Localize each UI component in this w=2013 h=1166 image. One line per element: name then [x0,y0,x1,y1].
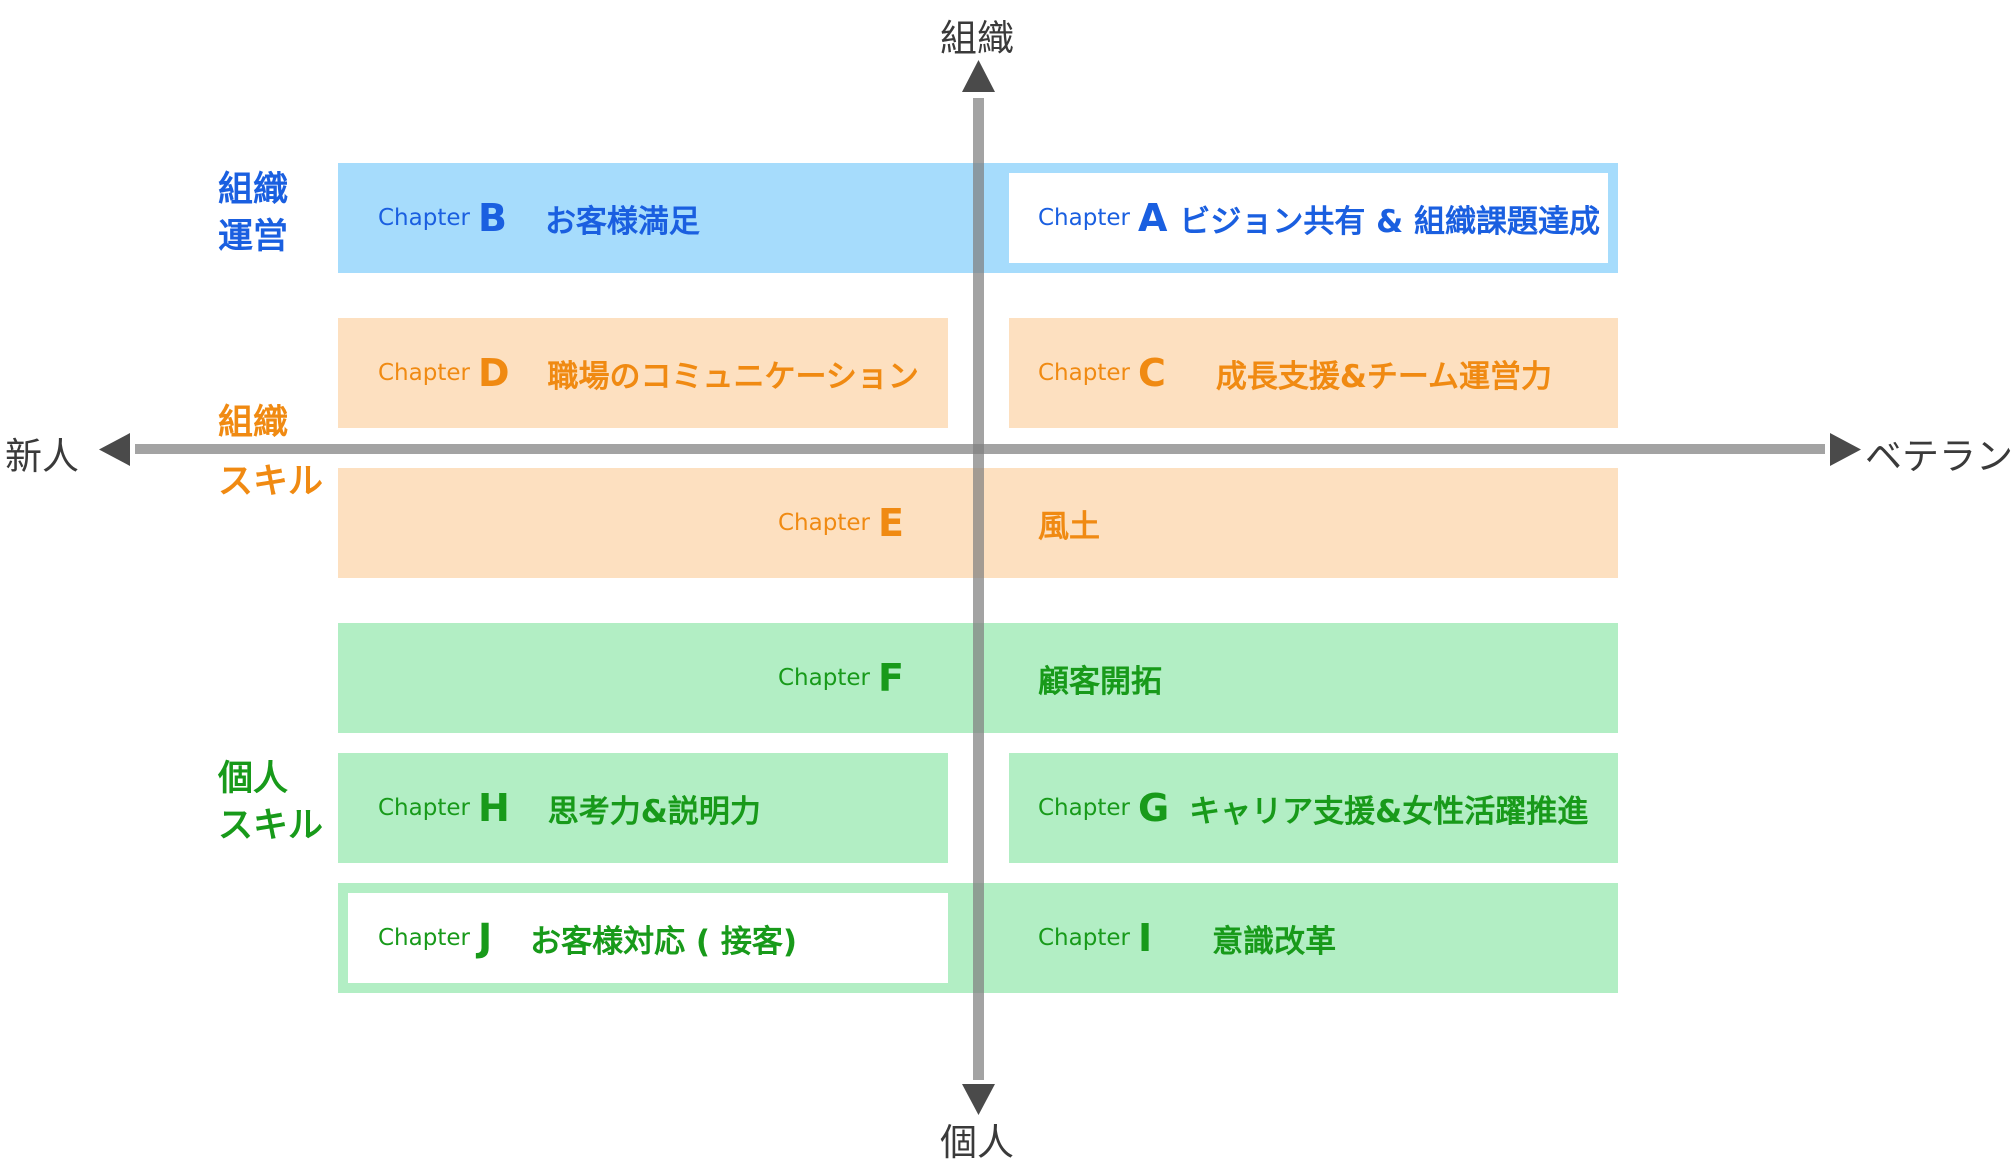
chapter-prefix: Chapter [1038,795,1130,821]
chapter-title: 風土 [1038,508,1100,545]
chapter-b: Chapter B お客様満足 [378,193,700,243]
arrow-right-icon [1830,433,1861,466]
arrow-left-icon [99,433,130,466]
chapter-letter: F [877,656,904,700]
chapter-letter: C [1137,351,1166,395]
chapter-f-label: Chapter F [778,653,904,703]
band-chapter-d [338,318,948,428]
chapter-title: お客様対応 ( 接客) [530,923,798,960]
arrow-down-icon [962,1084,995,1115]
band-chapter-h [338,753,948,863]
vertical-axis [973,98,984,1080]
chapter-d: Chapter D 職場のコミュニケーション [378,348,919,398]
highlight-chapter-j [348,893,948,983]
chapter-letter: G [1137,786,1170,830]
group-label-line: 運営 [218,217,289,257]
axis-label-top: 組織 [940,17,1014,60]
chapter-title: 意識改革 [1212,923,1337,960]
chapter-prefix: Chapter [778,665,870,691]
chapter-letter: E [877,501,904,545]
axis-label-left: 新人 [5,435,79,478]
chapter-e-label: Chapter E [778,498,904,548]
band-chapter-g [1009,753,1618,863]
highlight-chapter-a [1009,173,1608,263]
chapter-a: Chapter A ビジョン共有 & 組織課題達成 [1038,193,1600,243]
chapter-prefix: Chapter [378,360,470,386]
arrow-up-icon [962,60,995,92]
chapter-prefix: Chapter [378,205,470,231]
chapter-title: 顧客開拓 [1038,663,1162,700]
chapter-c: Chapter C 成長支援&チーム運営力 [1038,348,1552,398]
chapter-prefix: Chapter [1038,925,1130,951]
group-label-org-management: 組織 運営 [218,167,288,261]
group-label-line: 組織 [218,403,289,443]
group-label-line: スキル [218,806,324,846]
chapter-e-title: 風土 [1038,498,1100,548]
chapter-letter: J [477,916,493,960]
group-label-personal-skill: 個人 スキル [218,756,323,850]
chapter-title: お客様満足 [544,203,700,240]
chapter-letter: A [1137,196,1168,240]
chapter-f-title: 顧客開拓 [1038,653,1162,703]
chapter-h: Chapter H 思考力&説明力 [378,783,761,833]
axis-label-right: ベテラン [1865,435,2013,478]
chapter-i: Chapter I 意識改革 [1038,913,1336,963]
group-label-org-skill: 組織 スキル [218,394,323,512]
chapter-title: ビジョン共有 & 組織課題達成 [1179,203,1601,240]
axis-label-bottom: 個人 [940,1121,1014,1164]
chapter-title: 成長支援&チーム運営力 [1215,358,1552,395]
group-label-line: スキル [218,462,324,502]
chapter-prefix: Chapter [1038,205,1130,231]
chapter-letter: B [477,196,507,240]
chapter-letter: I [1137,916,1153,960]
chapter-title: キャリア支援&女性活躍推進 [1189,793,1589,830]
chapter-prefix: Chapter [378,795,470,821]
chapter-prefix: Chapter [378,925,470,951]
chapter-title: 職場のコミュニケーション [547,358,919,395]
chapter-letter: D [477,351,510,395]
chapter-title: 思考力&説明力 [547,793,761,830]
chapter-g: Chapter G キャリア支援&女性活躍推進 [1038,783,1588,833]
group-label-line: 組織 [218,170,289,210]
chapter-j: Chapter J お客様対応 ( 接客) [378,913,797,963]
chapter-prefix: Chapter [1038,360,1130,386]
band-chapter-c [1009,318,1618,428]
chapter-prefix: Chapter [778,510,870,536]
group-label-line: 個人 [218,759,289,799]
chapter-letter: H [477,786,510,830]
